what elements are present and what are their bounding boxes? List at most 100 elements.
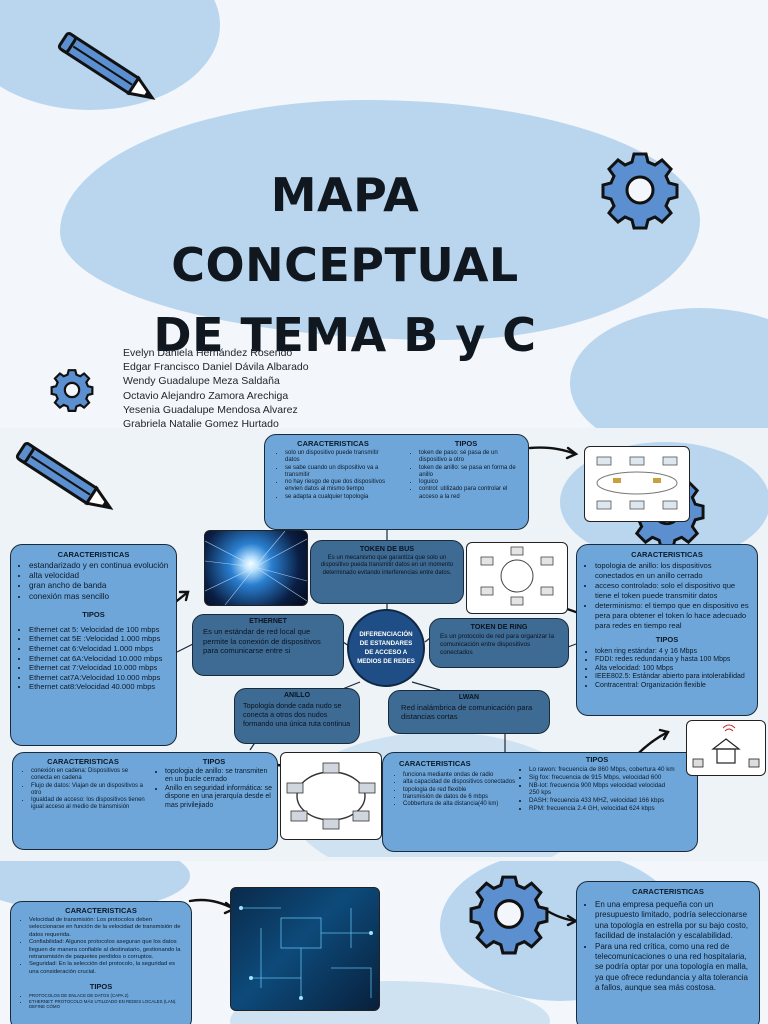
list-item: gran ancho de banda <box>29 581 170 591</box>
page-title: MAPA CONCEPTUAL DE TEMA B y C <box>90 160 600 370</box>
title-blob <box>60 100 700 340</box>
section-heading: CARACTERISTICAS <box>57 550 130 559</box>
author-name: Yesenia Guadalupe Mendosa Alvarez <box>123 403 298 416</box>
list-item: Ethernet cat8:Velocidad 40.000 mbps <box>29 682 170 692</box>
list-item: transmisión de datos de 6 mbps <box>403 794 521 801</box>
list-item: Ethernet cat 6A:Velocidad 10.000 mbps <box>29 654 170 664</box>
section-heading: TIPOS <box>202 757 226 766</box>
list-item: token de paso: sé pasa de un dispositivo… <box>419 450 525 465</box>
anillo-characteristics: CARACTERISTICAS conexión en cadena: Disp… <box>19 757 147 812</box>
list-item: Igualdad de acceso: los dispositivos tie… <box>31 797 147 812</box>
list-item: se sabe cuando un dispositivo va a trans… <box>285 465 393 480</box>
bullet-list: Lo rawon: frecuencia de 860 Mbps, cobert… <box>517 766 677 813</box>
lwan-characteristics: CARACTERISTICAS funciona mediante ondas … <box>391 759 521 808</box>
list-item: Ethernet cat7A:Velocidad 10.000 mbps <box>29 673 170 683</box>
list-item: funciona mediante ondas de radio <box>403 772 521 779</box>
section-heading: TIPOS <box>454 439 478 448</box>
list-item: Sig fox: frecuencia de 915 Mbps, velocid… <box>529 774 677 782</box>
bullet-list: conexión en cadena: Dispositivos se cone… <box>19 768 147 812</box>
wireless-network-image <box>686 720 766 776</box>
ethernet-node: ETHERNET Es un estándar de red local que… <box>192 614 344 676</box>
token-bus-details-box: CARACTERISTICAS solo un dispositivo pued… <box>264 434 529 530</box>
list-item: Ethernet cat 6:Velocidad 1.000 mbps <box>29 644 170 654</box>
network-diagram <box>596 456 678 510</box>
list-item: loguico <box>419 479 525 486</box>
cover-slide: MAPA CONCEPTUAL DE TEMA B y C Evelyn Dan… <box>0 0 768 428</box>
anillo-details-box: CARACTERISTICAS conexión en cadena: Disp… <box>12 752 278 850</box>
list-item: Confiabilidad: Algunos protocolos asegur… <box>29 939 185 961</box>
token-ring-node: TOKEN DE RING Es un protocolo de red par… <box>429 618 569 668</box>
node-description: Es un protocolo de red para organizar la… <box>440 633 555 656</box>
title-line-1: MAPA CONCEPTUAL <box>171 168 519 292</box>
section-heading: TIPOS <box>82 609 105 619</box>
node-description: Es un mecanismo que garantiza que solo u… <box>320 555 454 576</box>
section-heading: CARACTERISTICAS <box>631 550 703 559</box>
ethernet-details-box: CARACTERISTICAS estandarizado y en conti… <box>10 544 177 746</box>
token-bus-node: TOKEN DE BUS Es un mecanismo que garanti… <box>310 540 464 604</box>
list-item: Para una red crítica, como una red de te… <box>595 942 753 994</box>
ring-network-diagram <box>286 762 376 830</box>
gear-icon <box>469 875 549 955</box>
list-item: solo un dispositivo puede transmitir dat… <box>285 450 393 465</box>
list-item: Ethernet cat 7:Velocidad 10.000 mbps <box>29 663 170 673</box>
circuit-board-image <box>230 887 380 1011</box>
list-item: Lo rawon: frecuencia de 860 Mbps, cobert… <box>529 766 677 774</box>
list-item: RPM: frecuencia 2.4 GH, velocidad 624 kb… <box>529 805 677 813</box>
token-ring-details-box: CARACTERISTICAS topologia de anillo: los… <box>576 544 758 716</box>
list-item: Contracentral: Organización flexible <box>595 682 751 690</box>
list-item: alta velocidad <box>29 571 170 581</box>
central-concept-node: DIFERENCIACIÓN DE ESTANDARES DE ACCESO A… <box>347 609 425 687</box>
list-item: control: utilizado para controlar el acc… <box>419 486 525 501</box>
bullet-list: solo un dispositivo puede transmitir dat… <box>273 450 393 501</box>
node-title: TOKEN DE BUS <box>359 544 415 553</box>
bullet-list: Velocidad de transmisión: Los protocolos… <box>17 917 185 976</box>
list-item: DASH: frecuencia 433 MHZ, velocidad 166 … <box>529 797 677 805</box>
token-ring-diagram-image <box>466 542 568 614</box>
list-item: topologia de red flexible <box>403 787 521 794</box>
list-item: NB-lot: frecuencia 900 Mbps velocidad ve… <box>529 782 677 798</box>
topology-selection-box: CARACTERISTICAS En una empresa pequeña c… <box>576 881 760 1024</box>
central-concept-text: DIFERENCIACIÓN DE ESTANDARES DE ACCESO A… <box>357 631 415 665</box>
circuit-pattern <box>239 906 373 1000</box>
pencil-icon <box>15 442 114 510</box>
node-title: ETHERNET <box>249 618 287 625</box>
pencil-icon <box>57 32 156 100</box>
list-item: Ethernet cat 5: Velocidad de 100 mbps <box>29 625 170 635</box>
list-item: Ethernet cat 5E :Velocidad 1.000 mbps <box>29 634 170 644</box>
wireless-diagram <box>692 724 760 768</box>
fiber-strands <box>205 531 307 605</box>
list-item: PROTOCOLOS DE ENLACE DE DATOS (CAPA 2) <box>29 993 185 999</box>
node-description: Es un estándar de red local que permite … <box>203 627 321 656</box>
list-item: Cobbertura de alta distancia(40 km) <box>403 801 521 808</box>
ring-network-image <box>280 752 382 840</box>
bullet-list: Ethernet cat 5: Velocidad de 100 mbps Et… <box>17 625 170 692</box>
list-item: Anillo en seguridad informática: se disp… <box>165 785 275 810</box>
section-heading: TIPOS <box>585 755 609 764</box>
protocol-details-box: CARACTERISTICAS Velocidad de transmisión… <box>10 901 192 1024</box>
author-name: Edgar Francisco Daniel Dávila Albarado <box>123 361 309 374</box>
bullet-list: topologia de anillo: los dispositivos co… <box>583 561 751 631</box>
token-bus-characteristics: CARACTERISTICAS solo un dispositivo pued… <box>273 439 393 501</box>
bullet-list: topologia de anillo: se transmiten en un… <box>153 768 275 810</box>
list-item: acceso controlado: solo el dispositivo q… <box>595 581 751 601</box>
node-description: Topología donde cada nudo se conecta a o… <box>243 701 351 728</box>
bullet-list: PROTOCOLOS DE ENLACE DE DATOS (CAPA 2) E… <box>17 993 185 1010</box>
list-item: Velocidad de transmisión: Los protocolos… <box>29 917 185 939</box>
list-item: conexión mas sencillo <box>29 592 170 602</box>
bullet-list: funciona mediante ondas de radio alta ca… <box>391 772 521 808</box>
list-item: no hay riesgo de que dos dispositivos en… <box>285 479 393 494</box>
list-item: Flujo de datos: Viajan de un dispositivo… <box>31 783 147 798</box>
author-list: Evelyn Daniela Hernández Rosendo Edgar F… <box>123 346 309 428</box>
bullet-list: estandarizado y en continua evolución al… <box>17 561 170 602</box>
concept-map-slide: CARACTERISTICAS solo un dispositivo pued… <box>0 432 768 857</box>
list-item: token de anillo: se pasa en forma de ani… <box>419 465 525 480</box>
node-description: Red inalámbrica de comunicación para dis… <box>401 703 533 722</box>
token-bus-types: TIPOS token de paso: sé pasa de un dispo… <box>407 439 525 501</box>
list-item: Seguridad: En la selección del protocolo… <box>29 961 185 976</box>
list-item: FDDI: redes redundancia y hasta 100 Mbps <box>595 656 751 664</box>
examples-slide: CARACTERISTICAS Velocidad de transmisión… <box>0 861 768 1024</box>
list-item: Alta velocidad: 100 Mbps <box>595 665 751 673</box>
anillo-node: ANILLO Topología donde cada nudo se cone… <box>234 688 360 744</box>
gear-icon <box>601 152 679 230</box>
anillo-types: TIPOS topologia de anillo: se transmiten… <box>153 757 275 810</box>
